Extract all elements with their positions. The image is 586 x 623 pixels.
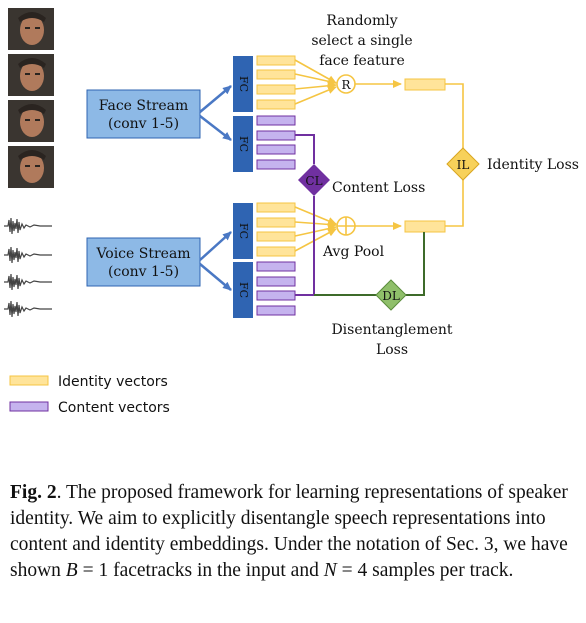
identity-vector	[256, 217, 296, 228]
face-thumbnail	[8, 100, 54, 142]
face-thumbnail	[8, 146, 54, 188]
identity-vector	[256, 55, 296, 66]
selected-face-identity-vector	[404, 78, 446, 91]
fc-block-face-identity: FC	[233, 56, 253, 112]
cl-node-label: CL	[305, 174, 322, 188]
content-vector	[256, 305, 296, 316]
voice-content-vectors	[256, 261, 296, 316]
content-vector	[256, 130, 296, 141]
framework-diagram: Face Stream (conv 1-5) Voice Stream (con…	[4, 8, 579, 416]
face-stream-sublabel: (conv 1-5)	[108, 116, 179, 132]
fc-block-voice-content: FC	[233, 262, 253, 318]
face-thumbnails	[8, 8, 54, 188]
il-connector	[445, 180, 464, 227]
content-vector	[256, 290, 296, 301]
fc-label: FC	[237, 282, 250, 298]
identity-vector	[256, 202, 296, 213]
disentanglement-loss-label: Disentanglement	[331, 322, 452, 338]
random-select-node: R	[336, 74, 356, 94]
avg-pool-label: Avg Pool	[322, 244, 385, 260]
fc-block-face-content: FC	[233, 116, 253, 172]
legend-content-swatch	[9, 401, 49, 412]
face-thumbnail	[8, 8, 54, 50]
legend-identity-label: Identity vectors	[58, 374, 168, 390]
identity-vector	[256, 99, 296, 110]
svg-text:Randomly: Randomly	[326, 13, 397, 29]
legend: Identity vectors Content vectors	[9, 374, 170, 416]
il-connector	[445, 83, 464, 148]
dl-connector	[406, 232, 425, 296]
stream-to-fc-arrows	[199, 85, 232, 291]
disentanglement-loss-sublabel: Loss	[376, 342, 408, 358]
face-identity-to-random-lines	[294, 59, 337, 105]
identity-vector	[256, 84, 296, 95]
content-vector	[256, 276, 296, 287]
identity-vector	[256, 69, 296, 80]
face-stream-box: Face Stream (conv 1-5)	[86, 89, 201, 139]
content-vector	[256, 159, 296, 170]
content-vector	[256, 144, 296, 155]
identity-loss-label: Identity Loss	[487, 157, 579, 173]
pooled-voice-identity-vector	[404, 220, 446, 233]
random-select-label: Randomly select a single face feature	[311, 13, 412, 69]
svg-text:face feature: face feature	[319, 53, 405, 69]
waveform	[4, 217, 52, 235]
waveform	[4, 246, 52, 264]
fc-blocks: FC FC FC FC	[233, 56, 253, 318]
caption-math-b: B	[65, 560, 78, 581]
face-thumbnail	[8, 54, 54, 96]
caption-text: = 4 samples per track.	[336, 560, 514, 581]
face-stream-label: Face Stream	[99, 98, 189, 114]
il-node-label: IL	[457, 158, 470, 172]
content-loss-label: Content Loss	[332, 180, 425, 196]
content-vector	[256, 261, 296, 272]
face-content-vectors	[256, 115, 296, 170]
disentanglement-loss-node: DL	[375, 279, 407, 311]
caption-text: = 1 facetracks in the input and	[77, 560, 324, 581]
figure-caption: Fig. 2. The proposed framework for learn…	[10, 480, 576, 584]
avg-pool-node	[336, 216, 356, 236]
cl-connector	[295, 134, 315, 164]
content-vector	[256, 115, 296, 126]
waveform	[4, 273, 52, 291]
audio-waveforms	[4, 217, 52, 318]
voice-stream-box: Voice Stream (conv 1-5)	[86, 237, 201, 287]
identity-vector	[256, 246, 296, 257]
voice-stream-sublabel: (conv 1-5)	[108, 264, 179, 280]
random-node-label: R	[341, 78, 351, 92]
caption-math-n: N	[323, 560, 337, 581]
waveform	[4, 300, 52, 318]
voice-identity-vectors	[256, 202, 296, 257]
caption-text: . The proposed framework for learning re…	[10, 482, 568, 581]
dl-node-label: DL	[382, 289, 400, 303]
voice-identity-to-avgpool-lines	[294, 206, 337, 252]
legend-content-label: Content vectors	[58, 400, 170, 416]
voice-stream-label: Voice Stream	[95, 246, 190, 262]
caption-fig-label: Fig. 2	[10, 482, 57, 503]
fc-label: FC	[237, 136, 250, 152]
svg-text:select a single: select a single	[311, 33, 412, 49]
fc-label: FC	[237, 223, 250, 239]
identity-loss-node: IL	[446, 147, 480, 181]
content-loss-node: CL	[298, 164, 330, 196]
face-identity-vectors	[256, 55, 296, 110]
fc-label: FC	[237, 76, 250, 92]
identity-vector	[256, 231, 296, 242]
fc-block-voice-identity: FC	[233, 203, 253, 259]
legend-identity-swatch	[9, 375, 49, 386]
